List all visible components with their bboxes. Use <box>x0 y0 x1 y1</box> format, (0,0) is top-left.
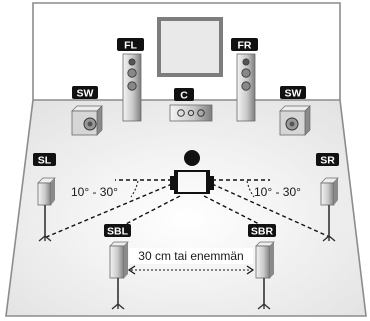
surround-right-speaker: SR <box>316 153 339 242</box>
surround-left-speaker: SL <box>33 153 56 242</box>
surround-left-base <box>38 235 52 242</box>
surround-left-label-bg <box>33 153 56 166</box>
center-label-bg <box>174 88 194 101</box>
subwoofer-left-label: SW <box>77 88 94 100</box>
surround-back-right-label: SBR <box>251 226 274 238</box>
distance-arrowhead-left <box>127 265 136 275</box>
subwoofer-left-side <box>96 105 103 136</box>
surround-back-left-label-bg <box>104 224 131 237</box>
center-speaker: C <box>169 88 213 122</box>
subwoofer-right: SW <box>279 86 311 136</box>
surround-back-right-base <box>257 303 271 310</box>
surround-back-right-side <box>270 242 274 278</box>
surround-right-cabinet <box>320 182 335 206</box>
subwoofer-right-driver <box>289 121 295 127</box>
listener-armrest <box>209 176 214 190</box>
center-label: C <box>180 90 188 102</box>
distance-text: 30 cm tai enemmän <box>138 249 243 263</box>
floor <box>6 100 366 316</box>
surround-back-left-side <box>124 242 128 278</box>
listener-head <box>184 150 200 166</box>
subwoofer-left: SW <box>71 86 103 136</box>
subwoofer-left-driver <box>87 121 93 127</box>
subwoofer-right-side <box>304 105 311 136</box>
subwoofer-right-label: SW <box>285 88 302 100</box>
surround-right-label-bg <box>316 153 339 166</box>
back-left-line <box>121 195 181 227</box>
surround-back-right-label-bg <box>248 224 276 237</box>
surround-back-left-base <box>111 303 125 310</box>
surround-right-base <box>322 235 336 242</box>
subwoofer-right-label-bg <box>280 86 306 99</box>
front-right-driver <box>241 81 251 91</box>
surround-back-right-speaker: SBR <box>248 224 276 310</box>
left-angle-line-lower <box>43 183 173 239</box>
angle-right-text: 10° - 30° <box>254 185 301 199</box>
center-driver <box>187 109 195 117</box>
angle-left-text: 10° - 30° <box>71 185 118 199</box>
listener-armrest <box>170 176 175 190</box>
front-left-label-bg <box>117 38 144 51</box>
listener <box>170 150 214 194</box>
surround-left-label: SL <box>38 155 52 167</box>
front-left-driver <box>128 58 136 66</box>
front-left-label: FL <box>124 40 137 52</box>
distance-indicator: 30 cm tai enemmän <box>127 248 255 275</box>
subwoofer-left-label-bg <box>72 86 98 99</box>
right-angle-line-lower <box>211 183 333 239</box>
distance-text-bg <box>129 248 253 264</box>
surround-back-left-label: SBL <box>107 226 129 238</box>
surround-right-side <box>334 178 338 205</box>
front-right-driver <box>242 58 250 66</box>
surround-right-label: SR <box>320 155 335 167</box>
tv <box>157 17 223 77</box>
front-right-label-bg <box>231 38 258 51</box>
center-driver <box>197 109 205 117</box>
front-left-driver <box>127 81 137 91</box>
surround-left-side <box>51 178 55 205</box>
surround-back-left-speaker: SBL <box>104 224 131 310</box>
center-cabinet <box>169 104 213 122</box>
center-driver <box>177 109 185 117</box>
surround-back-left-cabinet <box>109 245 125 279</box>
surround-left-cabinet <box>37 182 52 206</box>
angle-guides <box>43 179 333 239</box>
surround-back-right-cabinet <box>255 245 271 279</box>
listener-chair <box>174 170 210 194</box>
front-right-label: FR <box>238 40 252 52</box>
left-angle-arc <box>130 180 139 198</box>
front-left-speaker: FL <box>117 38 144 122</box>
tv-screen <box>161 21 219 73</box>
front-left-driver <box>127 68 137 78</box>
distance-arrowhead-right <box>246 265 255 275</box>
front-right-speaker: FR <box>231 38 258 122</box>
front-right-driver <box>241 68 251 78</box>
right-angle-arc <box>246 180 255 198</box>
